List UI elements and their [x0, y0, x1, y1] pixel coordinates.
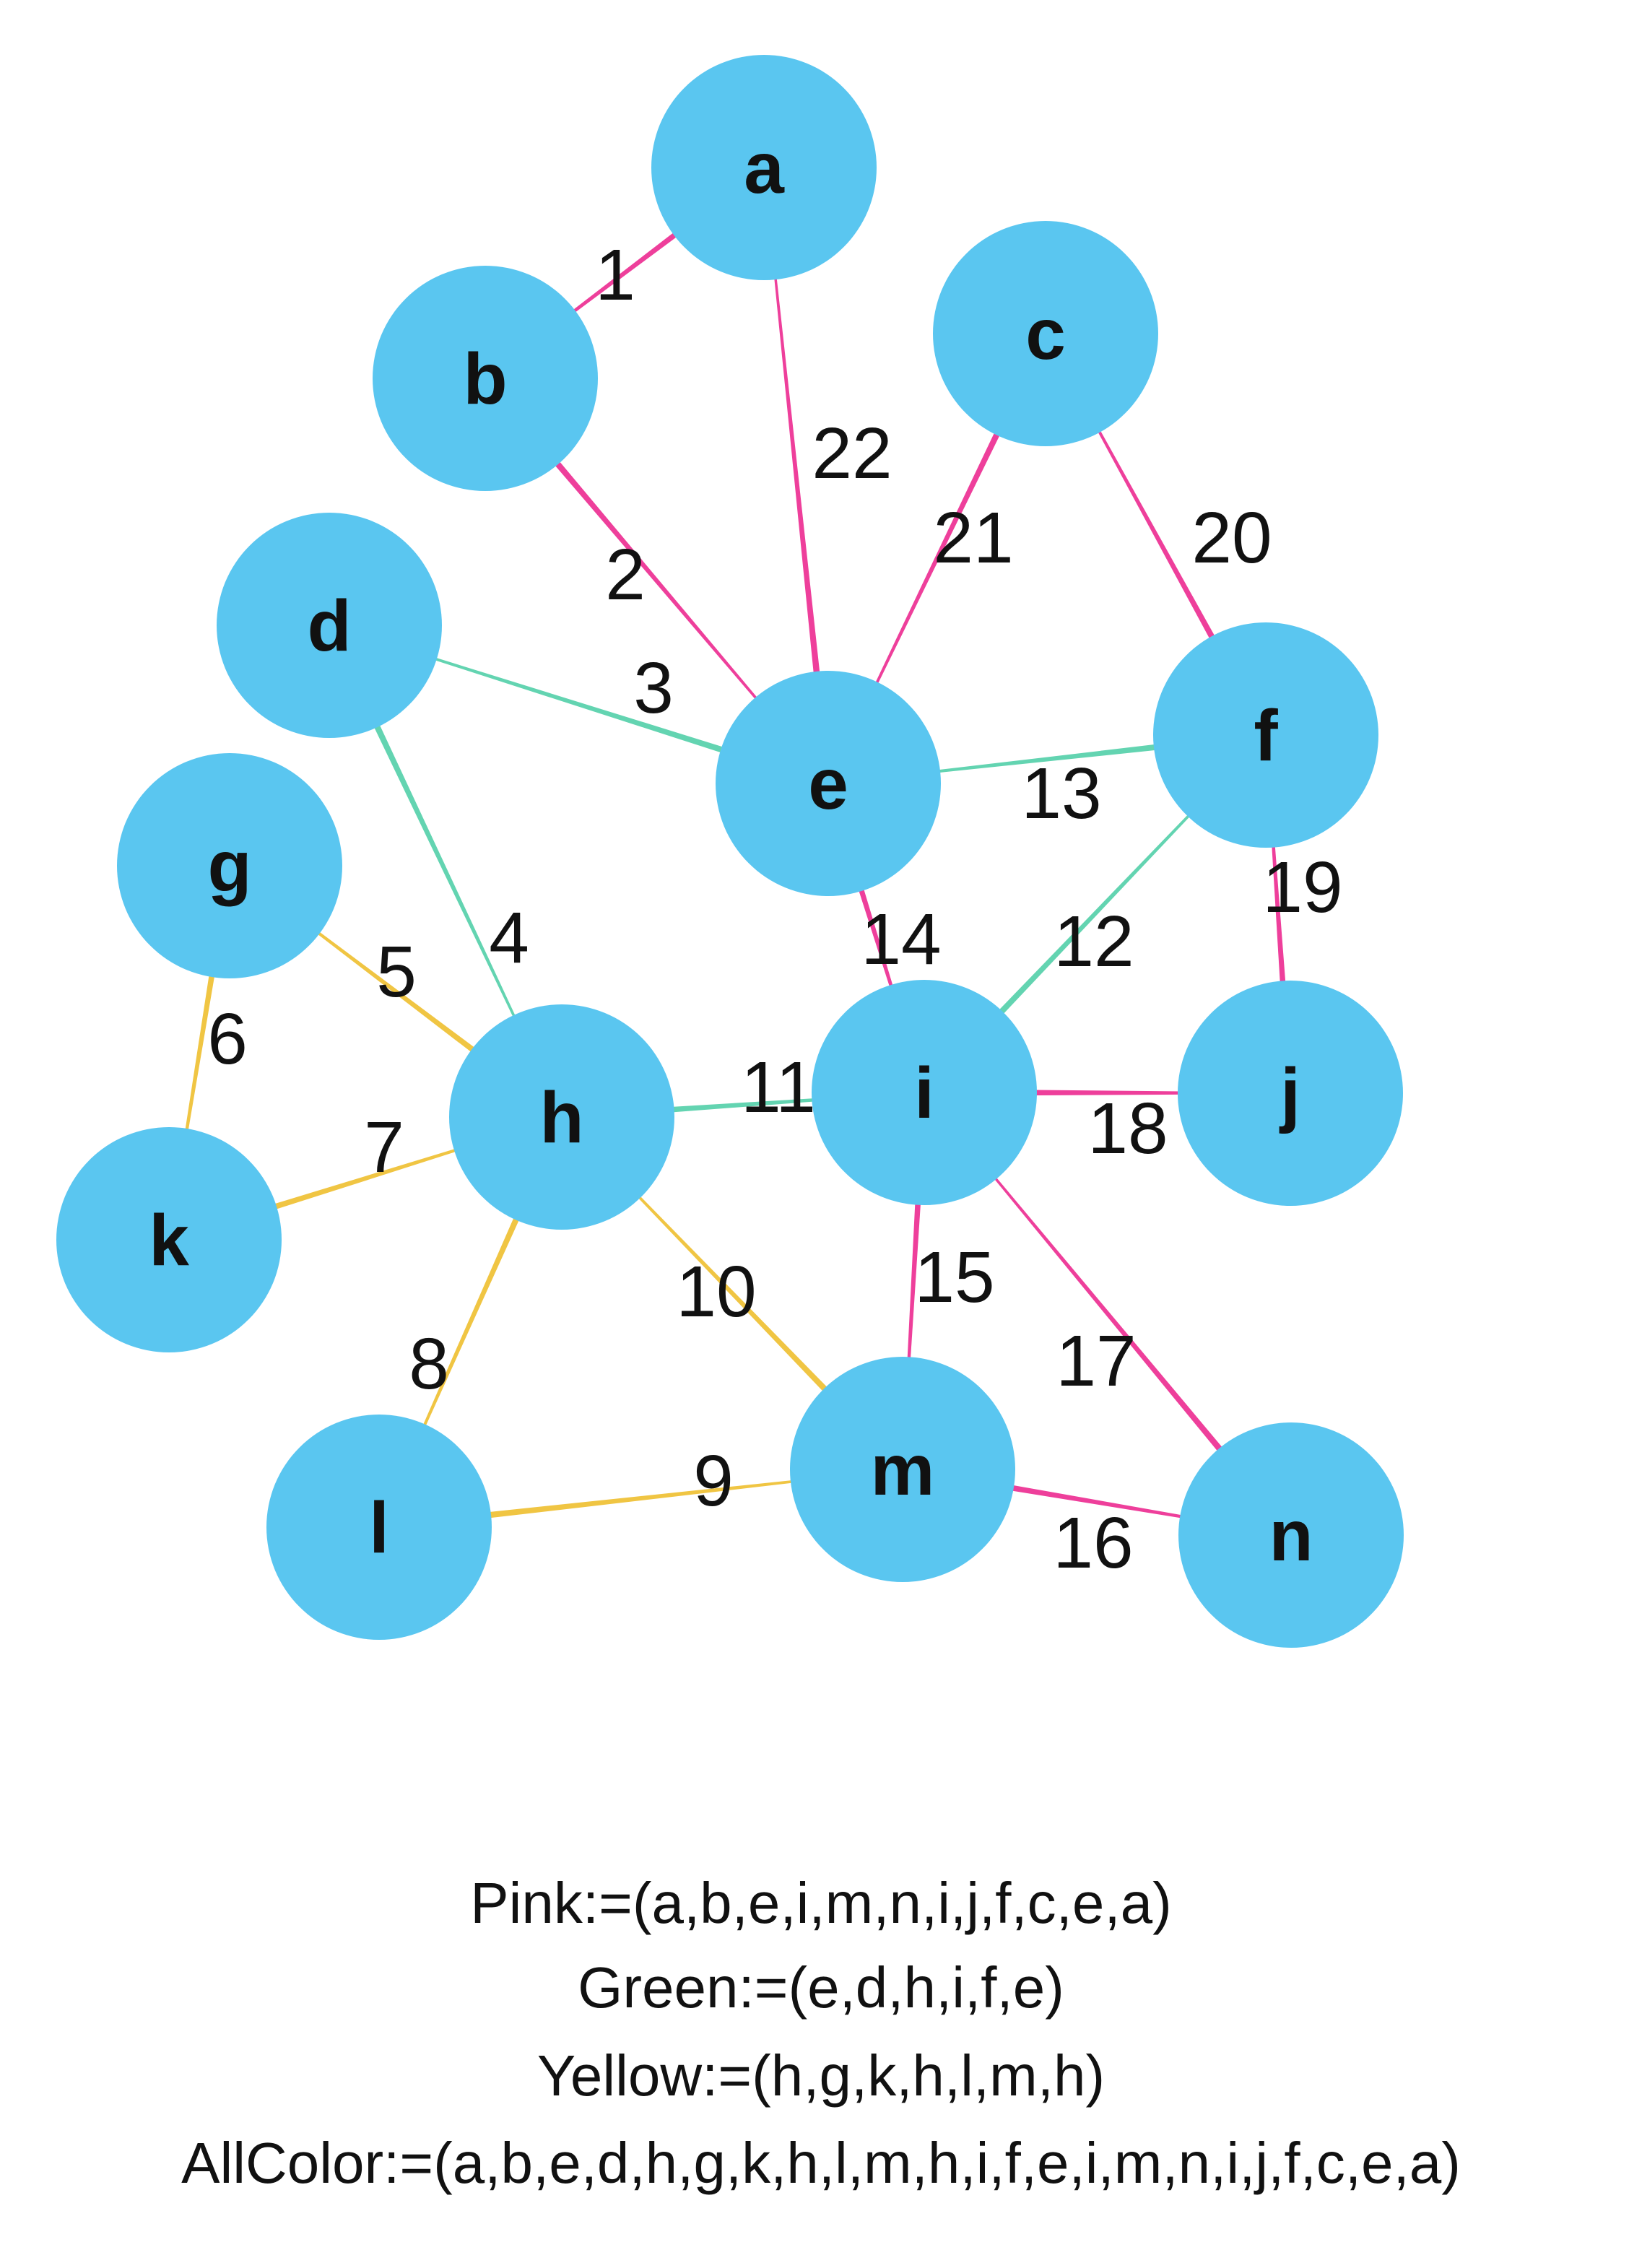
edge-i-f	[921, 734, 1267, 1095]
node-label-b: b	[463, 339, 507, 420]
edge-label-11: 11	[741, 1047, 816, 1128]
edge-label-3: 3	[633, 648, 674, 729]
edge-label-5: 5	[376, 931, 417, 1012]
edge-l-m	[378, 1469, 903, 1531]
node-label-h: h	[539, 1077, 583, 1158]
node-label-k: k	[149, 1200, 189, 1281]
edge-d-h	[326, 623, 562, 1118]
node-k	[56, 1127, 282, 1352]
node-label-m: m	[871, 1430, 935, 1511]
caption-green-trail: Green:=(e,d,h,i,f,e)	[578, 1955, 1064, 2020]
edge-label-20: 20	[1191, 498, 1272, 578]
edge-label-13: 13	[1021, 753, 1101, 834]
edge-label-1: 1	[595, 235, 635, 316]
edge-b-e	[482, 375, 829, 784]
edge-c-e	[827, 331, 1049, 784]
edge-label-19: 19	[1262, 847, 1342, 928]
edge-e-d	[329, 625, 830, 787]
node-d	[217, 513, 442, 738]
node-h	[449, 1004, 674, 1230]
caption-block: Pink:=(a,b,e,i,m,n,i,j,f,c,e,a) Green:=(…	[181, 1871, 1461, 2195]
caption-allcolor-trail: AllColor:=(a,b,e,d,h,g,k,h,l,m,h,i,f,e,i…	[181, 2131, 1461, 2195]
edge-label-22: 22	[812, 413, 892, 494]
edge-label-21: 21	[933, 498, 1013, 578]
edge-n-i	[924, 1092, 1294, 1538]
node-m	[790, 1357, 1015, 1582]
node-label-i: i	[914, 1053, 934, 1134]
caption-pink-trail: Pink:=(a,b,e,i,m,n,i,j,f,c,e,a)	[470, 1871, 1171, 1935]
edge-label-15: 15	[914, 1237, 994, 1318]
edge-label-18: 18	[1087, 1088, 1168, 1169]
node-label-n: n	[1269, 1495, 1313, 1576]
edge-label-16: 16	[1053, 1503, 1133, 1583]
node-label-e: e	[808, 744, 848, 825]
edge-label-12: 12	[1054, 901, 1134, 982]
edge-label-2: 2	[605, 534, 646, 615]
node-label-d: d	[307, 586, 351, 666]
nodes-layer: a b c d e f g h i j k l m n	[56, 55, 1404, 1648]
edge-label-6: 6	[207, 999, 248, 1079]
node-label-g: g	[207, 826, 251, 907]
node-label-l: l	[369, 1487, 389, 1568]
node-b	[373, 266, 598, 491]
edge-label-14: 14	[861, 899, 941, 980]
node-c	[933, 221, 1158, 446]
node-f	[1153, 622, 1378, 848]
node-label-a: a	[744, 128, 785, 209]
node-g	[117, 753, 342, 978]
edge-e-a	[763, 167, 832, 784]
node-l	[266, 1415, 492, 1640]
edge-label-9: 9	[693, 1441, 734, 1521]
node-label-c: c	[1025, 294, 1066, 375]
edge-label-10: 10	[676, 1251, 756, 1332]
edge-m-h	[561, 1116, 905, 1472]
edge-label-17: 17	[1056, 1321, 1136, 1402]
caption-yellow-trail: Yellow:=(h,g,k,h,l,m,h)	[537, 2043, 1105, 2108]
node-label-f: f	[1254, 695, 1278, 776]
node-j	[1178, 981, 1403, 1206]
node-i	[812, 980, 1037, 1205]
node-e	[716, 671, 941, 896]
node-a	[651, 55, 877, 280]
edge-label-4: 4	[489, 898, 529, 978]
edge-label-7: 7	[364, 1107, 404, 1188]
edge-label-8: 8	[409, 1324, 449, 1404]
node-n	[1178, 1422, 1404, 1648]
node-label-j: j	[1279, 1053, 1300, 1134]
